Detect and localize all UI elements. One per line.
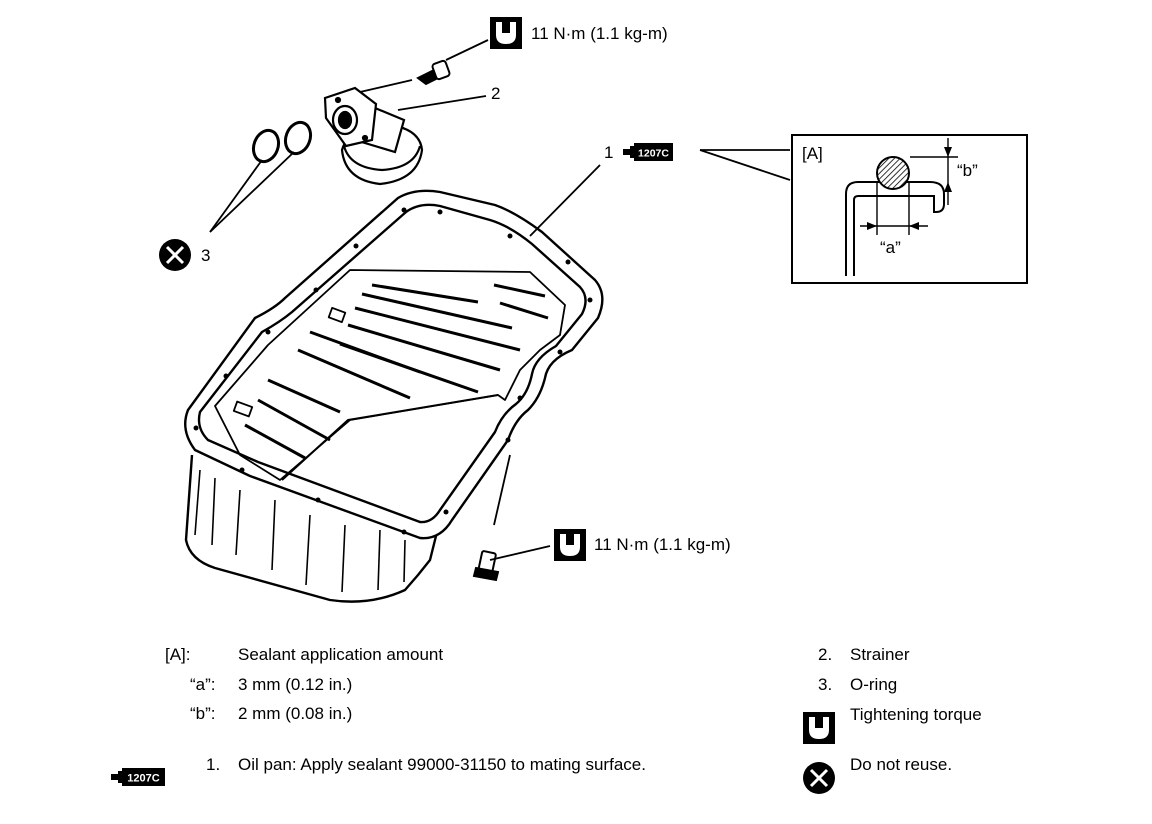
- detail-title: [A]: [802, 144, 823, 163]
- legend-text-3: O-ring: [850, 675, 898, 694]
- bottom-bolt: [472, 550, 500, 582]
- legend-key-dim-b: “b”:: [190, 704, 216, 723]
- detail-a-box: [791, 134, 1028, 284]
- do-not-reuse-icon: [803, 762, 835, 794]
- legend-text-a: Sealant application amount: [238, 645, 444, 664]
- detail-dim-b: “b”: [957, 161, 978, 180]
- detail-dim-a: “a”: [880, 238, 901, 257]
- strainer: [323, 86, 424, 186]
- legend-num-3: 3.: [818, 675, 833, 694]
- legend-key-dim-a: “a”:: [190, 675, 216, 694]
- legend-text-dim-a: 3 mm (0.12 in.): [238, 675, 353, 694]
- sealant-tube-icon: 1207C: [623, 143, 673, 161]
- legend-text-2: Strainer: [850, 645, 910, 664]
- leader-lines: [209, 39, 791, 561]
- callout-number-1: 1: [604, 143, 614, 162]
- callout-number-3: 3: [201, 246, 211, 265]
- legend-num-1: 1.: [206, 755, 221, 774]
- legend-text-dim-b: 2 mm (0.08 in.): [238, 704, 353, 723]
- torque-spec-bottom: 11 N·m (1.1 kg-m): [594, 535, 731, 554]
- do-not-reuse-icon: [159, 239, 191, 271]
- torque-wrench-icon: [803, 712, 835, 744]
- legend-key-a: [A]:: [165, 645, 191, 664]
- legend-text-noreuse: Do not reuse.: [850, 755, 953, 774]
- legend-sealant-label: 1207C: [127, 773, 159, 785]
- torque-spec-top: 11 N·m (1.1 kg-m): [531, 24, 668, 43]
- torque-wrench-icon: [554, 529, 586, 561]
- top-bolt: [416, 59, 451, 86]
- callout-number-2: 2: [491, 84, 501, 103]
- torque-wrench-icon: [490, 17, 522, 49]
- legend-text-torque: Tightening torque: [850, 705, 982, 724]
- sealant-tube-icon: 1207C: [111, 768, 165, 786]
- oil-pan: [184, 189, 604, 603]
- sealant-tube-label: 1207C: [638, 148, 669, 160]
- legend-num-2: 2.: [818, 645, 833, 664]
- legend-text-1: Oil pan: Apply sealant 99000-31150 to ma…: [238, 755, 646, 774]
- o-rings: [251, 120, 313, 164]
